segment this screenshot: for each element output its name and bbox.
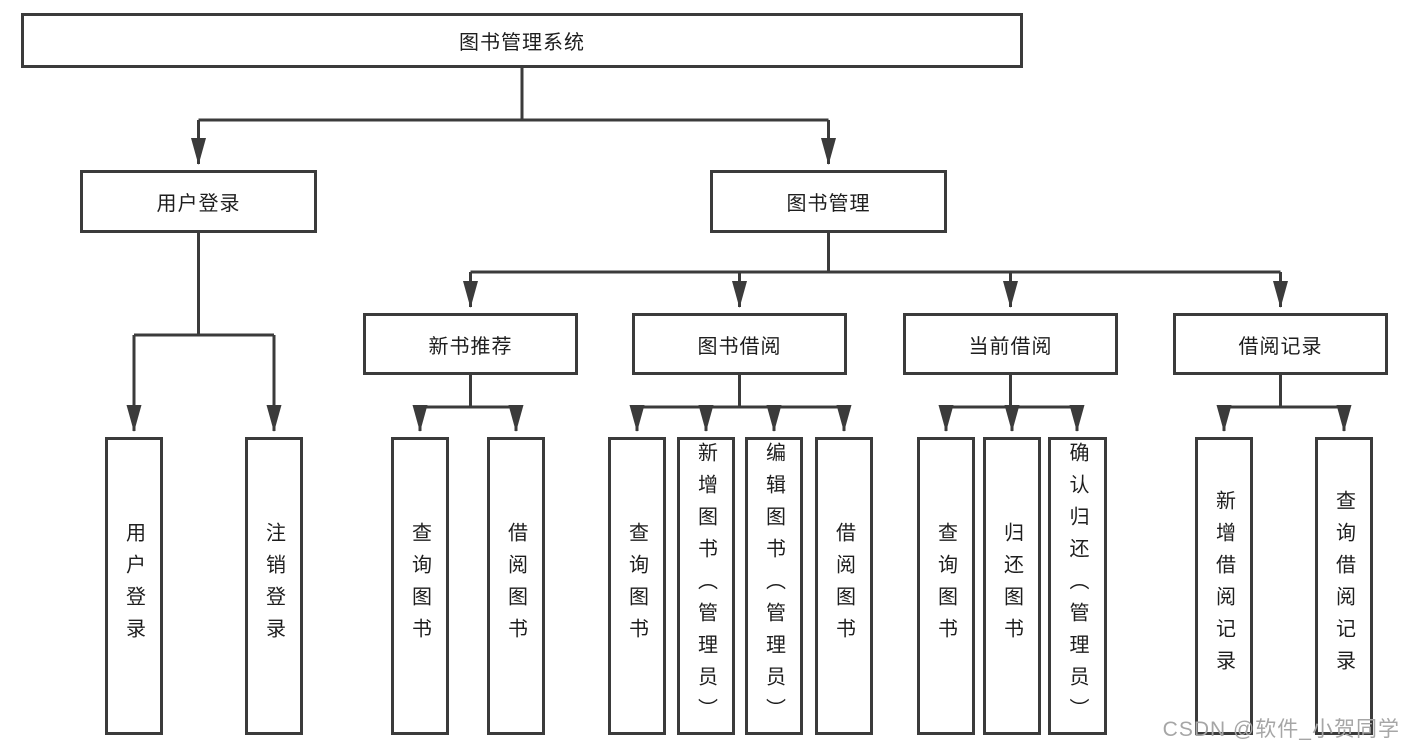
node-leaf-add-book-admin: 新增图书（管理员） (677, 437, 735, 735)
node-leaf-query-books-1: 查询图书 (391, 437, 449, 735)
node-leaf-edit-book-admin: 编辑图书（管理员） (745, 437, 803, 735)
node-leaf-query-books-2: 查询图书 (608, 437, 666, 735)
node-new-book-recommend: 新书推荐 (363, 313, 578, 375)
node-user-login-group: 用户登录 (80, 170, 317, 233)
node-leaf-query-borrow-record: 查询借阅记录 (1315, 437, 1373, 735)
node-leaf-add-borrow-record: 新增借阅记录 (1195, 437, 1253, 735)
node-leaf-return-book: 归还图书 (983, 437, 1041, 735)
node-current-borrow: 当前借阅 (903, 313, 1118, 375)
node-leaf-borrow-books-1: 借阅图书 (487, 437, 545, 735)
node-library-system: 图书管理系统 (21, 13, 1023, 68)
node-borrow-records: 借阅记录 (1173, 313, 1388, 375)
node-book-borrow: 图书借阅 (632, 313, 847, 375)
node-leaf-borrow-books-2: 借阅图书 (815, 437, 873, 735)
watermark: CSDN @软件_小贺同学 (1162, 718, 1400, 741)
node-leaf-confirm-return-admin: 确认归还（管理员） (1048, 437, 1107, 735)
node-leaf-user-login: 用户登录 (105, 437, 163, 735)
node-book-management: 图书管理 (710, 170, 947, 233)
node-leaf-query-books-3: 查询图书 (917, 437, 975, 735)
node-leaf-logout: 注销登录 (245, 437, 303, 735)
